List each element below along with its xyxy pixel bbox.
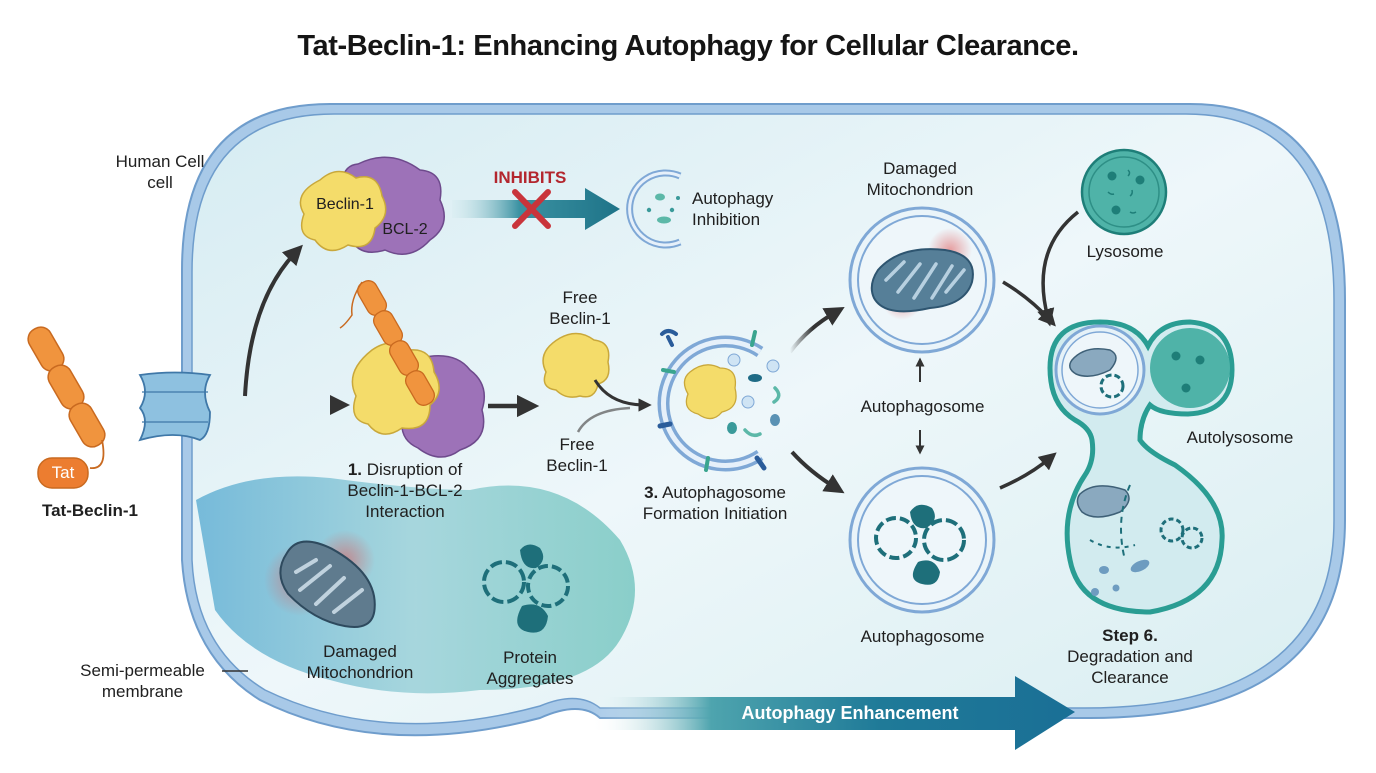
autophagosome-bottom-label: Autophagosome bbox=[860, 627, 985, 646]
autophagy-enhancement-arrow bbox=[590, 676, 1075, 750]
protein-aggregates-label: Protein Aggregates bbox=[465, 647, 595, 689]
human-cell-label: Human Cell cell bbox=[100, 151, 220, 193]
step1-number: 1. bbox=[347, 460, 362, 479]
lysosome bbox=[1080, 148, 1168, 236]
arrow-top-to-autolysosome bbox=[1002, 280, 1056, 327]
beclin1-label: Beclin-1 bbox=[316, 196, 374, 213]
autophagy-enhancement-label: Autophagy Enhancement bbox=[741, 703, 959, 723]
branch-arrow-up bbox=[243, 244, 303, 397]
damaged-mito-bottom-line1: Damaged bbox=[323, 642, 397, 661]
free-beclin-top-label: Free Beclin-1 bbox=[530, 287, 630, 329]
free-beclin-bottom-line2: Beclin-1 bbox=[546, 456, 608, 475]
damaged-mitochondrion-top bbox=[870, 248, 974, 313]
nucleus-region bbox=[196, 476, 635, 694]
tat-beclin-peptide bbox=[27, 326, 106, 489]
arrow-to-autophagosome-top bbox=[788, 307, 845, 354]
arrow-bottom-to-autolysosome bbox=[999, 452, 1057, 490]
inhibited-phagophore bbox=[626, 169, 682, 249]
protein-aggregates-line1: Protein bbox=[503, 648, 557, 667]
protein-aggregates bbox=[482, 544, 570, 633]
damaged-mito-bottom-line2: Mitochondrion bbox=[306, 663, 414, 682]
disrupted-complex bbox=[339, 280, 485, 458]
autophagosome-bottom bbox=[848, 466, 996, 614]
step1-line2: Beclin-1-BCL-2 bbox=[347, 481, 463, 500]
autophagosome-middle-label: Autophagosome bbox=[860, 397, 985, 416]
semi-permeable-membrane-label: Semi-permeable membrane bbox=[60, 660, 225, 702]
step3-line2: Formation Initiation bbox=[642, 504, 788, 523]
free-beclin-bottom-label: Free Beclin-1 bbox=[527, 434, 627, 476]
step1-label: 1. Disruption of Beclin-1-BCL-2 Interact… bbox=[320, 459, 490, 522]
damaged-mitochondrion-bottom-label: Damaged Mitochondrion bbox=[280, 641, 440, 683]
damaged-mito-top-line2: Mitochondrion bbox=[866, 180, 974, 199]
forming-phagophore bbox=[657, 329, 781, 472]
autolysosome-label: Autolysosome bbox=[1186, 428, 1294, 447]
autophagy-inhibition-line1: Autophagy bbox=[692, 189, 774, 208]
membrane-label-line2: membrane bbox=[101, 682, 184, 701]
tat-label: Tat bbox=[51, 463, 75, 482]
step6-line2: Clearance bbox=[1091, 668, 1169, 687]
step3-number: 3. bbox=[644, 483, 659, 502]
free-beclin-top-line1: Free bbox=[562, 288, 598, 307]
step6-line1: Degradation and bbox=[1067, 647, 1193, 666]
human-cell-label-line2: cell bbox=[147, 173, 173, 192]
inhibition-arrow bbox=[452, 188, 620, 230]
step1-line1: Disruption of bbox=[366, 460, 463, 479]
step1-line3: Interaction bbox=[365, 502, 445, 521]
arrow-beclin-to-phagophore bbox=[593, 379, 652, 412]
autophagy-inhibition-line2: Inhibition bbox=[692, 210, 761, 229]
free-beclin-bottom-line1: Free bbox=[559, 435, 595, 454]
step6-number: Step 6. bbox=[1102, 626, 1158, 645]
step3-line1: Autophagosome bbox=[662, 483, 786, 502]
arrow-to-autophagosome-bottom bbox=[790, 450, 845, 494]
damaged-mitochondrion-top-label: Damaged Mitochondrion bbox=[850, 158, 990, 200]
tat-beclin-label: Tat-Beclin-1 bbox=[41, 501, 139, 520]
autolysosome bbox=[1047, 319, 1235, 615]
damaged-mito-top-line1: Damaged bbox=[883, 159, 957, 178]
arrow-lysosome-to-autolysosome bbox=[1037, 210, 1080, 327]
free-beclin-top-line2: Beclin-1 bbox=[549, 309, 611, 328]
damaged-mitochondrion-bottom bbox=[264, 530, 376, 628]
tat-domain bbox=[37, 457, 89, 489]
membrane-label-line1: Semi-permeable bbox=[80, 661, 205, 680]
protein-aggregates-line2: Aggregates bbox=[486, 669, 574, 688]
bcl2-label: BCL-2 bbox=[382, 221, 428, 238]
lysosome-label: Lysosome bbox=[1086, 242, 1164, 261]
autophagosome-top bbox=[848, 206, 996, 354]
beclin-bcl2-complex bbox=[299, 156, 445, 255]
step6-label: Step 6. Degradation and Clearance bbox=[1055, 625, 1205, 688]
diagram-title: Tat-Beclin-1: Enhancing Autophagy for Ce… bbox=[297, 30, 1079, 62]
step3-label: 3. Autophagosome Formation Initiation bbox=[615, 482, 815, 524]
free-beclin-shape bbox=[542, 332, 610, 398]
inhibition-x-icon bbox=[512, 189, 551, 229]
inhibits-label: INHIBITS bbox=[493, 168, 567, 187]
human-cell-label-line1: Human Cell bbox=[115, 152, 205, 171]
autophagy-inhibition-label: Autophagy Inhibition bbox=[692, 188, 832, 230]
